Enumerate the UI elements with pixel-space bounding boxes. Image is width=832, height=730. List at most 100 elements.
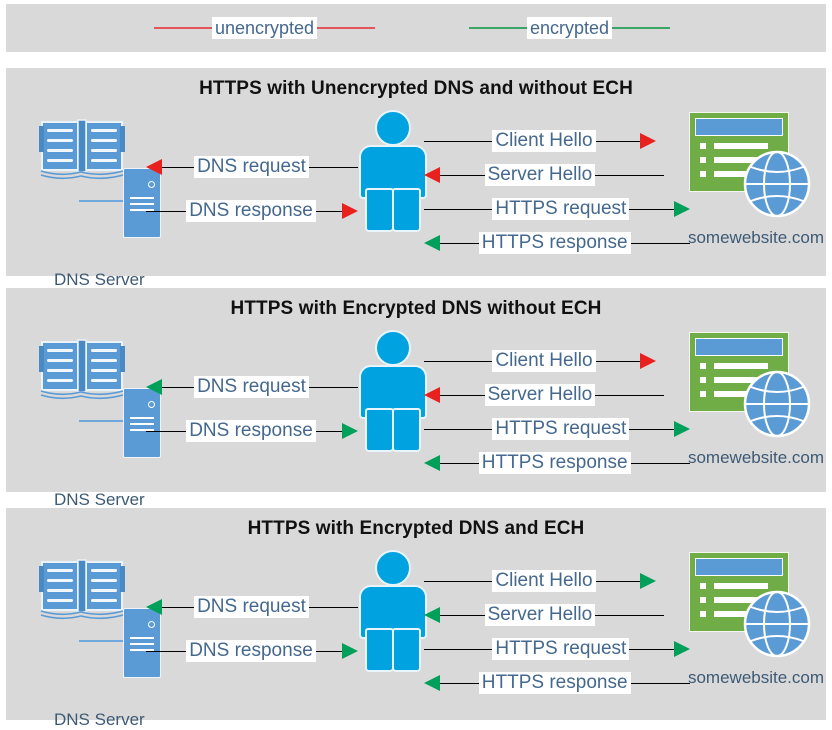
flow-label-https-request: HTTPS request (492, 418, 630, 440)
flow-line-dns-response (315, 650, 342, 652)
globe-icon (743, 590, 811, 658)
globe-icon (743, 370, 811, 438)
person-leg-right (392, 188, 421, 232)
person-leg-left (365, 408, 394, 452)
book-icon (38, 112, 126, 182)
scenario-panel-1: HTTPS with Unencrypted DNS and without E… (6, 68, 826, 289)
panel-title: HTTPS with Encrypted DNS and ECH (247, 518, 585, 539)
arrowhead-client-hello (640, 573, 657, 589)
flow-line-https-request (424, 648, 493, 650)
scenario-panel-2: HTTPS with Encrypted DNS without ECH (6, 288, 826, 509)
flow-label-https-response: HTTPS response (478, 452, 631, 474)
flow-line-dns-request (308, 166, 358, 168)
website-node: somewebsite.com (688, 552, 824, 687)
flow-line-client-hello (424, 360, 493, 362)
arrowhead-server-hello (424, 167, 440, 183)
person-head (375, 330, 411, 366)
book-icon (38, 552, 126, 622)
server-tower-icon (123, 168, 161, 238)
flow-line-server-hello (595, 614, 664, 616)
dns-server-node: DNS Server (38, 332, 168, 509)
flow-line-server-hello (440, 394, 485, 396)
panel-title: HTTPS with Unencrypted DNS and without E… (199, 78, 633, 99)
flow-row-client-hello: Client Hello (424, 350, 690, 372)
website-label: somewebsite.com (687, 448, 825, 467)
arrowhead-client-hello (640, 133, 657, 149)
flow-row-https-response: HTTPS response (424, 232, 690, 254)
flow-line-client-hello (595, 140, 641, 142)
flow-label-server-hello: Server Hello (484, 164, 596, 186)
scenario-panel-3: HTTPS with Encrypted DNS and ECH (6, 508, 826, 729)
legend-item-unencrypted: unencrypted (154, 17, 376, 39)
flow-line-dns-request (162, 386, 195, 388)
flow-row-https-response: HTTPS response (424, 672, 690, 694)
browser-list-icon (700, 143, 780, 185)
flow-label-https-response: HTTPS response (478, 232, 631, 254)
arrowhead-dns-response (342, 423, 358, 439)
flow-label-https-request: HTTPS request (492, 198, 630, 220)
flow-line-https-response (440, 242, 479, 244)
flow-line-server-hello (440, 614, 485, 616)
arrowhead-https-response (424, 455, 440, 471)
website-node: somewebsite.com (688, 332, 824, 467)
legend-line-left-encrypted (469, 27, 527, 29)
server-power-dot-icon (148, 401, 155, 408)
browser-titlebar (695, 118, 783, 136)
server-tower-icon (123, 608, 161, 678)
arrowhead-dns-request (146, 379, 162, 395)
person-head (375, 550, 411, 586)
flow-label-dns-request: DNS request (194, 376, 309, 398)
flow-line-dns-request (308, 386, 358, 388)
flow-line-server-hello (595, 174, 664, 176)
flow-label-client-hello: Client Hello (492, 350, 596, 372)
legend-panel: unencrypted encrypted (6, 4, 826, 52)
flow-line-https-response (630, 242, 690, 244)
flow-row-dns-response: DNS response (146, 420, 358, 442)
flow-line-dns-response (315, 430, 342, 432)
browser-titlebar (695, 558, 783, 576)
flow-row-https-request: HTTPS request (424, 418, 690, 440)
dns-server-node: DNS Server (38, 112, 168, 289)
flow-line-dns-request (162, 606, 195, 608)
flow-line-dns-response (315, 210, 342, 212)
flow-line-client-hello (424, 140, 493, 142)
flow-line-dns-response (146, 210, 187, 212)
flow-line-https-response (630, 462, 690, 464)
flow-line-client-hello (595, 580, 641, 582)
flow-row-https-request: HTTPS request (424, 198, 690, 220)
legend-line-right-encrypted (612, 27, 671, 29)
flow-label-dns-response: DNS response (186, 420, 316, 442)
arrowhead-https-request (673, 641, 690, 657)
flow-row-client-hello: Client Hello (424, 570, 690, 592)
flow-line-server-hello (595, 394, 664, 396)
browser-window-icon (689, 552, 789, 632)
browser-list-icon (700, 583, 780, 625)
arrowhead-server-hello (424, 387, 440, 403)
browser-titlebar (695, 338, 783, 356)
browser-list-icon (700, 363, 780, 405)
legend-label-encrypted: encrypted (527, 17, 613, 39)
arrowhead-dns-request (146, 159, 162, 175)
arrowhead-https-response (424, 235, 440, 251)
flow-row-dns-response: DNS response (146, 200, 358, 222)
flow-label-dns-request: DNS request (194, 596, 309, 618)
flow-line-https-request (629, 428, 674, 430)
dns-connector-line (79, 200, 125, 202)
flow-label-dns-response: DNS response (186, 640, 316, 662)
arrowhead-dns-request (146, 599, 162, 615)
flow-line-dns-response (146, 650, 187, 652)
flow-line-https-response (630, 682, 690, 684)
flow-row-client-hello: Client Hello (424, 130, 690, 152)
legend-label-unencrypted: unencrypted (212, 17, 318, 39)
flow-line-https-request (629, 208, 674, 210)
website-label: somewebsite.com (687, 228, 825, 247)
flow-line-server-hello (440, 174, 485, 176)
flow-label-client-hello: Client Hello (492, 130, 596, 152)
legend-line-left-unencrypted (154, 27, 212, 29)
flow-label-https-request: HTTPS request (492, 638, 630, 660)
person-leg-right (392, 628, 421, 672)
flow-label-https-response: HTTPS response (478, 672, 631, 694)
flow-line-https-response (440, 682, 479, 684)
client-person-icon (358, 330, 427, 452)
server-power-dot-icon (148, 621, 155, 628)
